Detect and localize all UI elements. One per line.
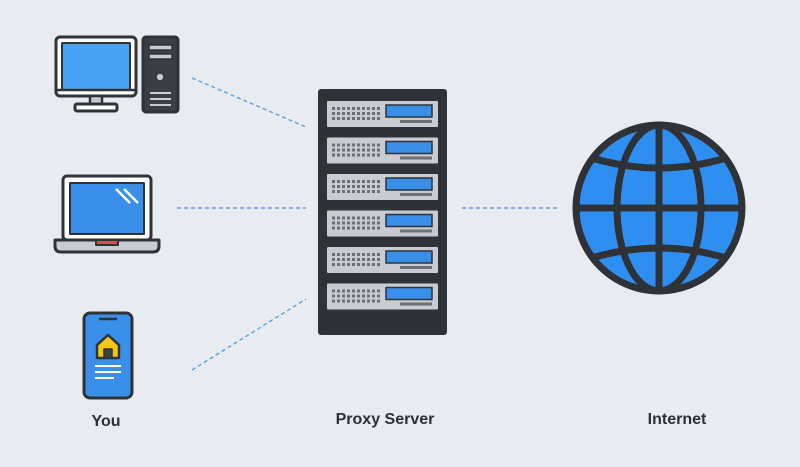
connector-phone-proxy bbox=[191, 298, 307, 371]
server-units bbox=[325, 99, 440, 312]
globe-icon bbox=[572, 121, 746, 295]
smartphone-icon bbox=[82, 311, 134, 400]
desktop-computer-icon bbox=[54, 35, 180, 114]
connectors bbox=[177, 77, 560, 371]
server-unit bbox=[325, 135, 440, 166]
laptop-icon bbox=[53, 174, 161, 254]
server-unit bbox=[325, 281, 440, 312]
server-unit bbox=[325, 99, 440, 129]
client-label: You bbox=[91, 413, 121, 430]
proxy-server-label: Proxy Server bbox=[335, 411, 435, 428]
connector-desktop-proxy bbox=[191, 77, 307, 128]
internet-label: Internet bbox=[647, 411, 707, 428]
server-unit bbox=[325, 245, 440, 275]
server-rack-icon bbox=[318, 89, 447, 335]
server-unit bbox=[325, 208, 440, 239]
server-unit bbox=[325, 172, 440, 202]
